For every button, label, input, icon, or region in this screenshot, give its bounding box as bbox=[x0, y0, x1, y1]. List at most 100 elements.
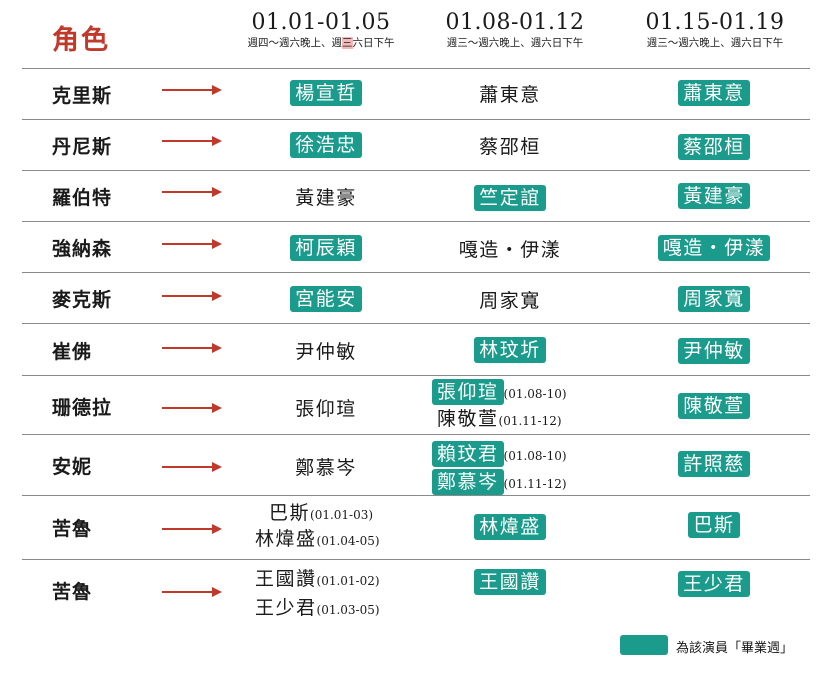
role-name: 克里斯 bbox=[52, 85, 113, 107]
role-name: 安妮 bbox=[52, 456, 93, 478]
arrow-right-icon bbox=[162, 343, 222, 353]
role-name: 丹尼斯 bbox=[52, 136, 113, 158]
cast-cell-split: 賴玟君(01.08-10) 鄭慕岑(01.11-12) bbox=[432, 441, 602, 495]
date-range-note: (01.01-03) bbox=[310, 508, 374, 522]
cast-cell: 蔡邵桓 bbox=[604, 134, 824, 160]
actor-name: 尹仲敏 bbox=[295, 341, 357, 363]
graduation-tag: 賴玟君 bbox=[432, 441, 504, 467]
column-date: 01.08-01.12 bbox=[445, 10, 585, 35]
role-name: 麥克斯 bbox=[52, 289, 113, 311]
cast-cell: 周家寬 bbox=[604, 286, 824, 312]
graduation-tag: 林玟圻 bbox=[474, 337, 546, 363]
graduation-tag: 陳敬萱 bbox=[678, 393, 750, 419]
actor-name: 嘎造‧伊漾 bbox=[458, 239, 562, 261]
graduation-tag: 許照慈 bbox=[678, 451, 750, 477]
date-range-note: (01.11-12) bbox=[498, 414, 562, 428]
column-header-2: 01.08-01.12 週三～週六晚上、週六日下午 bbox=[400, 10, 630, 50]
arrow-right-icon bbox=[162, 85, 222, 95]
cast-cell: 黃建豪 bbox=[216, 185, 436, 211]
cast-cell: 鄭慕岑 bbox=[216, 455, 436, 481]
cast-cell: 尹仲敏 bbox=[604, 338, 824, 364]
cast-cell: 巴斯 bbox=[604, 512, 824, 538]
date-range-note: (01.03-05) bbox=[316, 603, 380, 617]
graduation-tag: 蔡邵桓 bbox=[678, 134, 750, 160]
cast-cell: 許照慈 bbox=[604, 451, 824, 477]
actor-name: 林煒盛 bbox=[255, 528, 317, 550]
graduation-tag: 竺定誼 bbox=[474, 185, 546, 211]
cast-cell-split: 王國讚(01.01-02) 王少君(01.03-05) bbox=[255, 566, 425, 621]
row-divider bbox=[22, 221, 810, 222]
cast-cell: 陳敬萱 bbox=[604, 393, 824, 419]
cast-cell: 黃建豪 bbox=[604, 183, 824, 209]
row-divider bbox=[22, 68, 810, 69]
graduation-tag: 嘎造‧伊漾 bbox=[657, 235, 771, 261]
role-name: 崔佛 bbox=[52, 341, 93, 363]
cast-cell: 竺定誼 bbox=[400, 185, 620, 211]
row-divider bbox=[22, 495, 810, 496]
actor-name: 鄭慕岑 bbox=[295, 457, 357, 479]
role-name: 苦魯 bbox=[52, 581, 93, 603]
cast-cell: 嘎造‧伊漾 bbox=[400, 237, 620, 263]
actor-name: 蔡邵桓 bbox=[479, 136, 541, 158]
graduation-tag: 柯辰穎 bbox=[290, 235, 362, 261]
graduation-tag: 宮能安 bbox=[290, 286, 362, 312]
date-range-note: (01.08-10) bbox=[503, 387, 567, 401]
actor-name: 黃建豪 bbox=[295, 187, 357, 209]
role-name: 苦魯 bbox=[52, 518, 93, 540]
row-divider bbox=[22, 119, 810, 120]
cast-cell: 周家寬 bbox=[400, 288, 620, 314]
role-name: 珊德拉 bbox=[52, 397, 113, 419]
arrow-right-icon bbox=[162, 187, 222, 197]
cast-cell: 張仰瑄 bbox=[216, 396, 436, 422]
graduation-tag: 鄭慕岑 bbox=[432, 469, 504, 495]
cast-cell: 林煒盛 bbox=[400, 514, 620, 540]
row-divider bbox=[22, 434, 810, 435]
graduation-tag: 蕭東意 bbox=[678, 80, 750, 106]
graduation-tag: 楊宣哲 bbox=[290, 80, 362, 106]
cast-cell-split: 巴斯(01.01-03) 林煒盛(01.04-05) bbox=[255, 500, 425, 552]
cast-cell: 蕭東意 bbox=[604, 80, 824, 106]
cast-cell: 王國讚 bbox=[400, 569, 620, 595]
cast-cell: 徐浩忠 bbox=[216, 132, 436, 158]
cast-cell: 宮能安 bbox=[216, 286, 436, 312]
legend-label: 為該演員「畢業週」 bbox=[676, 641, 794, 656]
row-divider bbox=[22, 323, 810, 324]
actor-name: 蕭東意 bbox=[479, 84, 541, 106]
cast-cell: 楊宣哲 bbox=[216, 80, 436, 106]
actor-name: 王少君 bbox=[255, 597, 317, 619]
date-range-note: (01.01-02) bbox=[316, 574, 380, 588]
arrow-right-icon bbox=[162, 462, 222, 472]
column-schedule: 週三～週六晚上、週六日下午 bbox=[646, 37, 784, 49]
cast-cell: 林玟圻 bbox=[400, 337, 620, 363]
arrow-right-icon bbox=[162, 587, 222, 597]
graduation-tag: 王國讚 bbox=[474, 569, 546, 595]
graduation-tag: 尹仲敏 bbox=[678, 338, 750, 364]
cast-cell: 蕭東意 bbox=[400, 82, 620, 108]
arrow-right-icon bbox=[162, 524, 222, 534]
graduation-tag: 巴斯 bbox=[688, 512, 740, 538]
role-name: 強納森 bbox=[52, 238, 113, 260]
actor-name: 張仰瑄 bbox=[295, 398, 357, 420]
row-divider bbox=[22, 559, 810, 560]
arrow-right-icon bbox=[162, 239, 222, 249]
row-divider bbox=[22, 272, 810, 273]
date-range-note: (01.04-05) bbox=[316, 534, 380, 548]
column-date: 01.01-01.05 bbox=[251, 10, 391, 35]
column-header-1: 01.01-01.05 週四～週六晚上、週三六日下午 bbox=[206, 10, 436, 50]
cast-cell-split: 張仰瑄(01.08-10) 陳敬萱(01.11-12) bbox=[432, 379, 602, 432]
cast-cell: 柯辰穎 bbox=[216, 235, 436, 261]
column-date: 01.15-01.19 bbox=[645, 10, 785, 35]
legend-swatch bbox=[620, 635, 668, 655]
cast-cell: 蔡邵桓 bbox=[400, 134, 620, 160]
graduation-tag: 周家寬 bbox=[678, 286, 750, 312]
graduation-tag: 徐浩忠 bbox=[290, 132, 362, 158]
arrow-right-icon bbox=[162, 403, 222, 413]
arrow-right-icon bbox=[162, 291, 222, 301]
graduation-tag: 林煒盛 bbox=[474, 514, 546, 540]
cast-cell: 王少君 bbox=[604, 571, 824, 597]
role-name: 羅伯特 bbox=[52, 187, 113, 209]
role-column-header: 角色 bbox=[52, 25, 110, 56]
graduation-tag: 王少君 bbox=[678, 571, 750, 597]
cast-cell: 尹仲敏 bbox=[216, 339, 436, 365]
cast-cell: 嘎造‧伊漾 bbox=[604, 235, 824, 261]
